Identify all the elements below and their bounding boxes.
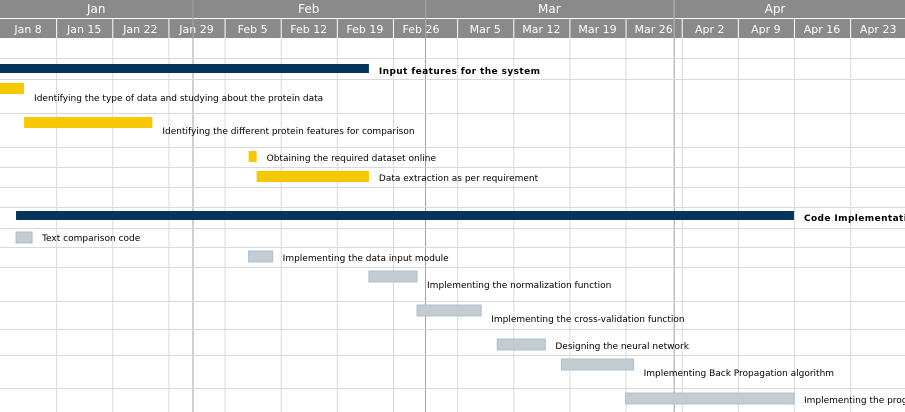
task-label: Designing the neural network: [555, 342, 689, 352]
summary-label: Input features for the system: [379, 67, 540, 77]
week-label: Feb 26: [403, 23, 440, 36]
month-label-mar: Mar: [538, 2, 561, 16]
task-bar: [0, 83, 25, 94]
summary-bar: [16, 211, 794, 220]
week-label: Apr 23: [860, 23, 897, 36]
month-label-apr: Apr: [765, 2, 786, 16]
task-bars: Input features for the systemIdentifying…: [0, 64, 905, 406]
week-label: Mar 19: [578, 23, 616, 36]
task-label: Identifying the different protein featur…: [162, 127, 414, 137]
week-label: Feb 19: [346, 23, 383, 36]
task-bar: [256, 171, 369, 182]
week-label: Apr 9: [751, 23, 781, 36]
week-label: Jan 8: [13, 23, 41, 36]
week-label: Feb 5: [238, 23, 268, 36]
task-bar: [416, 304, 482, 317]
task-bar: [560, 358, 635, 371]
task-label: Implementing the normalization function: [427, 281, 611, 291]
week-label: Apr 2: [695, 23, 725, 36]
task-label: Data extraction as per requirement: [379, 174, 539, 184]
task-bar: [15, 231, 33, 244]
task-bar: [248, 250, 274, 263]
week-label: Jan 29: [178, 23, 213, 36]
month-label-feb: Feb: [298, 2, 319, 16]
summary-bar: [0, 64, 369, 73]
week-label: Jan 15: [66, 23, 101, 36]
task-label: Implementing Back Propagation algorithm: [644, 369, 834, 379]
task-bar: [496, 338, 546, 351]
week-header-row: [0, 19, 905, 38]
week-label: Mar 26: [635, 23, 673, 36]
month-label-jan: Jan: [86, 2, 106, 16]
task-label: Implementing the cross-validation functi…: [491, 315, 684, 325]
task-label: Implementing the program: [804, 396, 905, 406]
task-bar: [24, 117, 153, 128]
summary-label: Code Implementation: [804, 214, 905, 224]
task-label: Obtaining the required dataset online: [267, 154, 437, 164]
week-label: Apr 16: [804, 23, 841, 36]
task-label: Identifying the type of data and studyin…: [34, 94, 323, 104]
task-bar: [248, 151, 257, 162]
task-label: Text comparison code: [41, 234, 141, 244]
week-label: Feb 12: [290, 23, 327, 36]
week-label: Mar 5: [470, 23, 501, 36]
task-bar: [625, 392, 795, 405]
week-label: Mar 12: [522, 23, 560, 36]
month-header-row: [0, 0, 905, 18]
task-label: Implementing the data input module: [283, 254, 449, 264]
week-label: Jan 22: [122, 23, 157, 36]
task-bar: [368, 270, 418, 283]
